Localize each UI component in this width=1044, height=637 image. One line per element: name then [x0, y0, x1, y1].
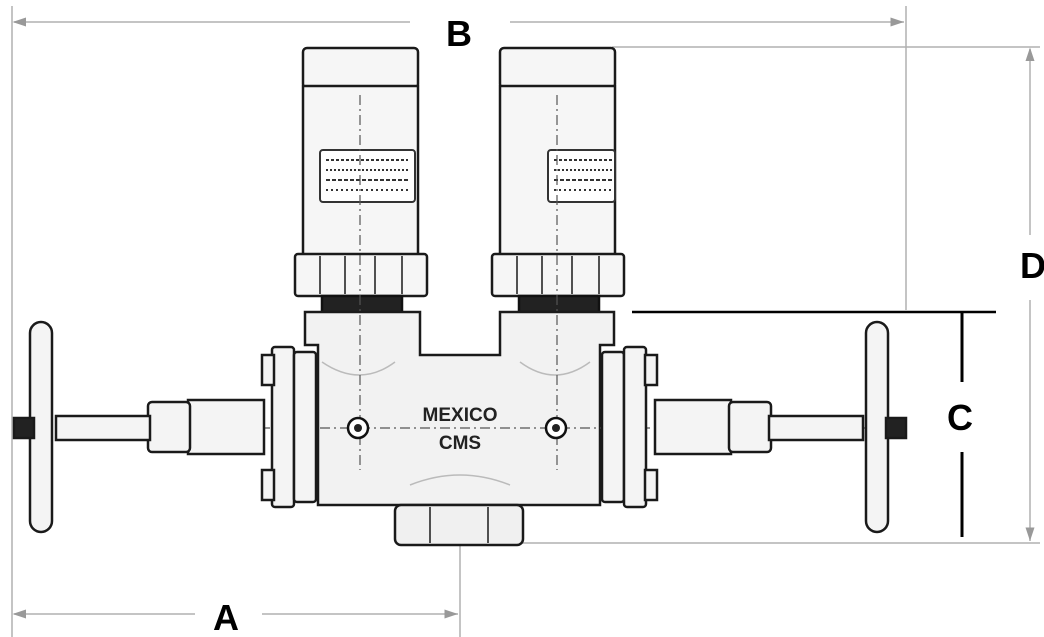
right-plug-screw	[544, 416, 568, 440]
right-handwheel	[864, 320, 908, 534]
left-plug-screw	[346, 416, 370, 440]
left-gauge-cylinder	[293, 46, 429, 314]
dimension-d-label: D	[1020, 245, 1044, 286]
left-flange	[260, 345, 318, 509]
left-valve-stem	[54, 398, 266, 456]
body-marking-line2: CMS	[439, 433, 481, 454]
right-nameplate	[547, 149, 616, 203]
dimension-c	[632, 310, 996, 537]
right-flange	[600, 345, 659, 509]
left-nameplate	[319, 149, 416, 203]
right-valve-stem	[653, 398, 865, 456]
dimension-a-label: A	[213, 597, 239, 637]
right-gauge-cylinder	[490, 46, 626, 314]
manifold-body	[303, 310, 616, 507]
dimension-lines	[11, 6, 1040, 637]
dimension-c-label: C	[947, 397, 973, 438]
left-handwheel	[12, 320, 54, 534]
dimension-b-label: B	[446, 13, 472, 54]
bottom-hex-nut	[393, 503, 525, 547]
body-marking-line1: MEXICO	[423, 405, 498, 426]
